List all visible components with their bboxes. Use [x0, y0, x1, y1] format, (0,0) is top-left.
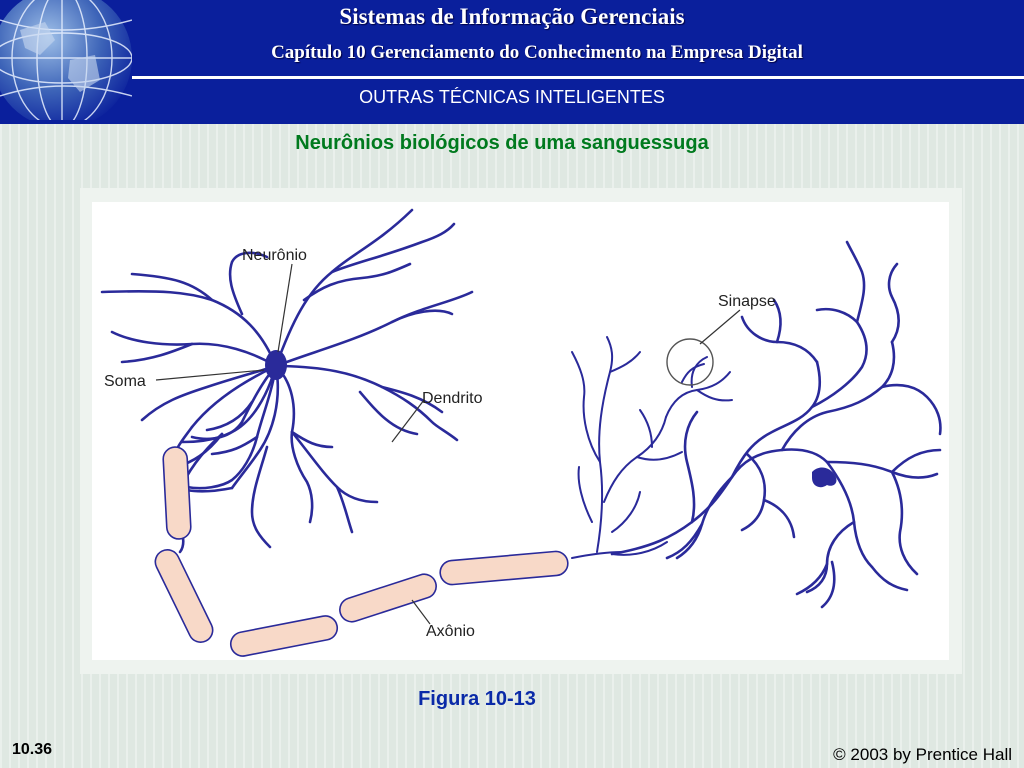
- right-neuron-dendrites: [610, 240, 942, 609]
- copyright-notice: © 2003 by Prentice Hall: [833, 745, 1012, 764]
- axon-myelin: [154, 446, 569, 657]
- label-soma: Soma: [104, 373, 146, 390]
- left-neuron-dendrites: [100, 208, 474, 554]
- header-divider: [132, 76, 1024, 79]
- slide-number: 10.36: [12, 741, 53, 758]
- axon-leader-line: [411, 599, 431, 625]
- neuron-diagram: Neurônio Soma Dendrito Sinapse Axônio: [100, 208, 942, 657]
- axon-hillock: [176, 425, 194, 449]
- slide-title: Neurônios biológicos de uma sanguessuga: [295, 132, 709, 154]
- label-synapse: Sinapse: [718, 293, 776, 310]
- neuron-figure: Neurônio Soma Dendrito Sinapse Axônio: [92, 202, 949, 660]
- synapse-marker: [666, 338, 714, 386]
- slide-header: Sistemas de Informação Gerenciais Capítu…: [0, 0, 1024, 124]
- soma-nucleus-left: [265, 350, 287, 380]
- dendrite-leader-line: [391, 399, 425, 443]
- section-heading: OUTRAS TÉCNICAS INTELIGENTES: [359, 87, 665, 107]
- figure-caption: Figura 10-13: [418, 688, 536, 710]
- label-axon: Axônio: [426, 623, 475, 640]
- soma-leader-line: [155, 369, 265, 381]
- chapter-subtitle: Capítulo 10 Gerenciamento do Conheciment…: [271, 42, 803, 63]
- presentation-title: Sistemas de Informação Gerenciais: [339, 4, 685, 29]
- label-dendrite: Dendrito: [422, 390, 483, 407]
- soma-nucleus-right: [812, 467, 837, 488]
- label-neuron: Neurônio: [242, 247, 307, 264]
- neuron-leader-line: [277, 263, 293, 353]
- globe-logo-icon: [0, 0, 132, 120]
- synapse-leader-line: [699, 309, 741, 345]
- axon-terminals: [571, 336, 733, 559]
